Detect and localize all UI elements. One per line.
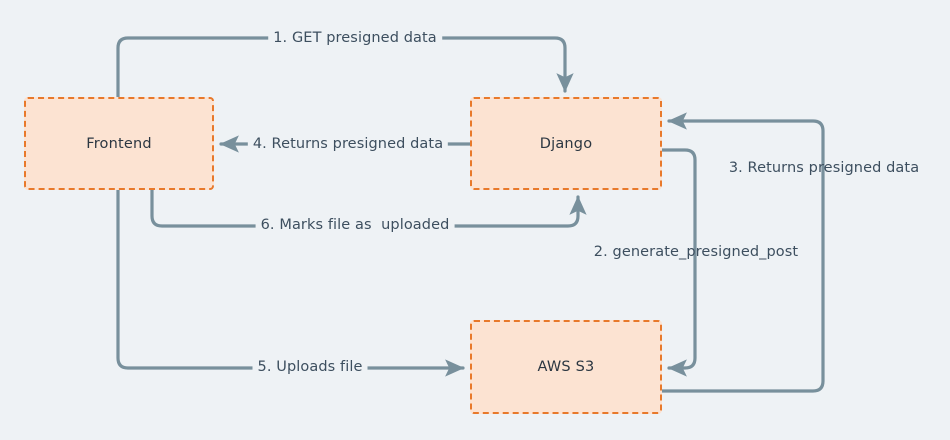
node-aws-s3[interactable]: AWS S3 xyxy=(470,320,662,414)
edge-label-4-returns-presigned-data: 4. Returns presigned data xyxy=(247,136,449,153)
edge-label-1-get-presigned-data: 1. GET presigned data xyxy=(268,30,442,47)
edge-label-2-generate-presigned-post: 2. generate_presigned_post xyxy=(593,244,799,261)
edge-label-5-uploads-file: 5. Uploads file xyxy=(252,359,368,376)
edge-label-3-returns-presigned-data: 3. Returns presigned data xyxy=(728,160,920,177)
node-frontend[interactable]: Frontend xyxy=(24,97,214,190)
edge-label-6-marks-file-as-uploaded: 6. Marks file as uploaded xyxy=(255,217,455,234)
node-django[interactable]: Django xyxy=(470,97,662,190)
edge-path-2-generate-presigned-post xyxy=(660,148,697,377)
edge-path-5-uploads-file xyxy=(116,188,465,377)
node-frontend-label: Frontend xyxy=(86,135,152,152)
node-django-label: Django xyxy=(539,135,593,152)
edge-path-3-returns-presigned-data xyxy=(660,112,825,393)
node-aws-s3-label: AWS S3 xyxy=(537,359,595,375)
